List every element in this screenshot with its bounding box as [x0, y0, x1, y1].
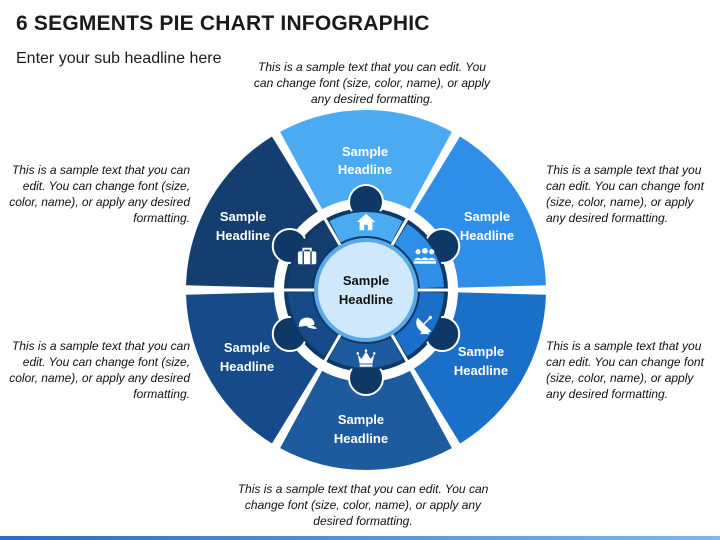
note-top-right: This is a sample text that you can edit.… [546, 163, 704, 225]
segment-6 [186, 136, 318, 288]
inner-divider [317, 207, 342, 246]
segment-5 [186, 292, 318, 444]
segment-2 [414, 136, 546, 288]
segment-3-label-line1: Sample [458, 344, 504, 359]
segment-6-label-line2: Headline [216, 228, 270, 243]
segment-3 [414, 292, 546, 444]
segment-1-label-line2: Headline [338, 162, 392, 177]
segment-5-label-line1: Sample [224, 340, 270, 355]
inner-divider [317, 334, 342, 373]
segment-1 [280, 110, 452, 210]
center-label-line1: Sample [343, 273, 389, 288]
note-top-left: This is a sample text that you can edit.… [9, 163, 190, 225]
page-title: 6 SEGMENTS PIE CHART INFOGRAPHIC [16, 12, 430, 35]
page-subtitle: Enter your sub headline here [16, 50, 222, 67]
note-bottom-left: This is a sample text that you can edit.… [9, 339, 190, 401]
center-label-line2: Headline [339, 292, 393, 307]
bottom-accent-bar [0, 536, 720, 540]
note-bottom-right: This is a sample text that you can edit.… [546, 339, 704, 401]
segment-5-label-line2: Headline [220, 359, 274, 374]
note-top: This is a sample text that you can edit.… [253, 60, 491, 106]
segment-4-label-line2: Headline [334, 431, 388, 446]
inner-divider [390, 334, 415, 373]
segment-3-label-line2: Headline [454, 363, 508, 378]
segment-4-label-line1: Sample [338, 412, 384, 427]
segment-4 [280, 370, 452, 470]
center-circle [314, 238, 418, 342]
inner-sector-2 [394, 223, 444, 289]
inner-divider [390, 207, 415, 246]
segment-2-label-line2: Headline [460, 228, 514, 243]
segment-6-label-line1: Sample [220, 209, 266, 224]
segment-1-label-line1: Sample [342, 144, 388, 159]
note-bottom: This is a sample text that you can edit.… [237, 482, 489, 528]
inner-sector-1 [329, 211, 403, 243]
segment-2-label-line1: Sample [464, 209, 510, 224]
